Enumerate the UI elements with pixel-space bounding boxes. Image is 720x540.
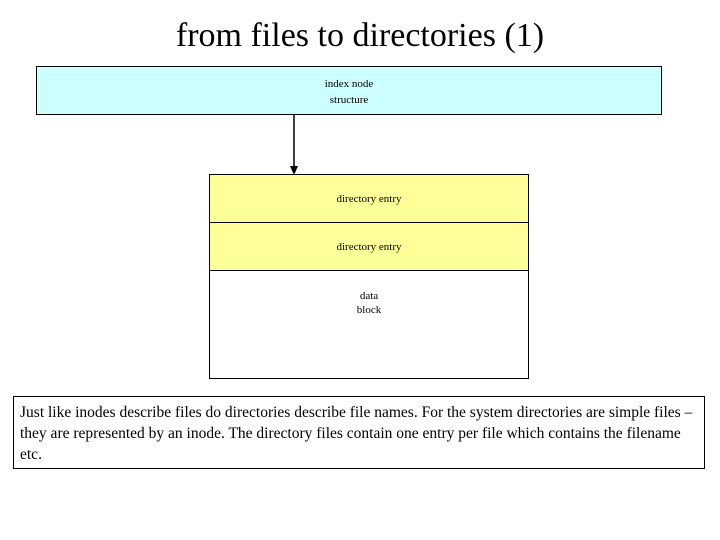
description-text-box: Just like inodes describe files do direc… [13, 396, 705, 469]
index-node-label: index node structure [37, 76, 661, 108]
index-node-box: index node structure [36, 66, 662, 115]
index-node-label-line1: index node [324, 78, 374, 90]
directory-entry-label: directory entry [336, 193, 402, 205]
directory-file-block: directory entry directory entry data blo… [209, 174, 529, 379]
directory-entry: directory entry [210, 223, 528, 271]
data-block: data block [210, 271, 528, 379]
data-block-label-line2: block [356, 304, 382, 316]
data-block-label-line1: data [359, 290, 379, 302]
directory-entry: directory entry [210, 175, 528, 223]
pointer-arrow [290, 114, 298, 175]
data-block-label: data block [210, 289, 528, 317]
arrow-head [290, 166, 298, 175]
index-node-label-line2: structure [329, 94, 369, 106]
slide-title: from files to directories (1) [175, 17, 545, 54]
directory-entry-label: directory entry [336, 241, 402, 253]
